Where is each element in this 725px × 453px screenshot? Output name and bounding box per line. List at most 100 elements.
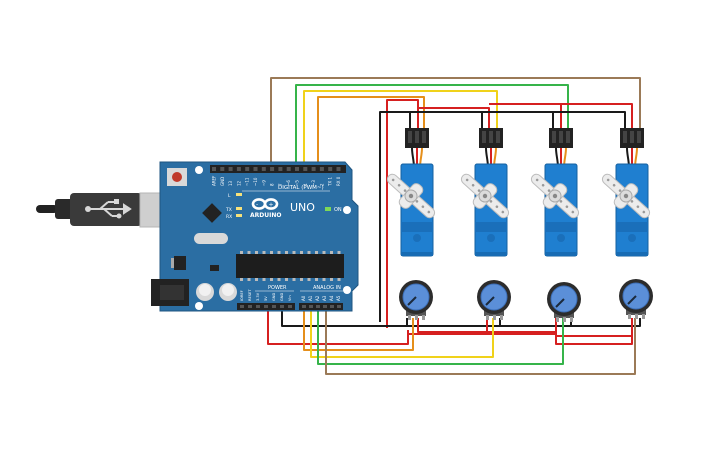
usb-chip — [202, 203, 222, 223]
arduino-logo-text: ARDUINO — [250, 212, 281, 219]
mounting-hole — [195, 166, 203, 174]
l-led — [236, 193, 242, 196]
usb-cable[interactable] — [36, 192, 179, 228]
servo-motor[interactable] — [594, 128, 657, 257]
servo-motor[interactable] — [453, 128, 516, 257]
wire-brown-top[interactable] — [270, 77, 641, 168]
wire-yellow-bottom[interactable] — [310, 308, 494, 358]
power-pin[interactable] — [288, 305, 292, 308]
potentiometer[interactable] — [477, 280, 511, 320]
digital-pin[interactable] — [270, 167, 275, 171]
wire-green-top[interactable] — [295, 84, 569, 168]
mcu-pin — [330, 278, 333, 281]
servo-motor[interactable] — [523, 128, 586, 257]
digital-pin[interactable] — [212, 167, 216, 171]
board-model-text: UNO — [290, 201, 315, 214]
power-pin-label: IOREF — [240, 290, 244, 301]
analog-pin[interactable] — [302, 305, 306, 308]
wire-yellow-top[interactable] — [303, 90, 498, 168]
mcu-pin — [322, 251, 326, 254]
digital-pin-label: ~6 — [286, 180, 291, 186]
digital-pin[interactable] — [286, 167, 291, 171]
digital-pin-label: GND — [220, 177, 225, 186]
pot-leg — [415, 315, 418, 320]
power-pin[interactable] — [256, 305, 260, 308]
digital-pin[interactable] — [278, 167, 283, 171]
digital-pin[interactable] — [236, 167, 241, 171]
analog-pin[interactable] — [316, 305, 320, 308]
wire-brown-bottom[interactable] — [325, 308, 636, 375]
servo-motor[interactable] — [379, 128, 442, 257]
servo-horn[interactable] — [453, 166, 516, 227]
digital-pin[interactable] — [253, 167, 258, 171]
analog-pin-label: A1 — [308, 295, 313, 301]
digital-pin-label: ~5 — [295, 180, 300, 186]
pot-indicator — [627, 295, 637, 305]
tx-led-label: TX — [225, 207, 232, 213]
pot-leg — [628, 314, 631, 319]
servo-connector-pin — [566, 131, 570, 143]
atmega-chip — [236, 254, 344, 278]
servo-horn[interactable] — [379, 166, 442, 227]
digital-pin[interactable] — [311, 167, 316, 171]
mcu-pin — [330, 251, 333, 254]
servo-connector-pin — [623, 131, 627, 143]
mcu-pin — [262, 251, 266, 254]
digital-pin[interactable] — [319, 167, 324, 171]
digital-pin-label: ~9 — [261, 180, 266, 186]
wire-black-bottom[interactable] — [281, 308, 641, 327]
servo-base — [545, 252, 577, 256]
wire-orange-bottom[interactable] — [303, 308, 414, 351]
digital-pin[interactable] — [261, 167, 266, 171]
potentiometer[interactable] — [547, 282, 581, 322]
wire-orange-top[interactable] — [317, 96, 425, 168]
servo-connector-pin — [559, 131, 563, 143]
digital-pin[interactable] — [220, 167, 225, 171]
wire-black-servo-ground[interactable] — [379, 111, 626, 322]
servo-mount-tab — [545, 222, 577, 232]
servo-connector-pin — [552, 131, 556, 143]
wire-green-bottom[interactable] — [317, 308, 564, 365]
rx-led — [236, 214, 242, 217]
wire-red-servo-power[interactable] — [386, 99, 633, 328]
mcu-pin — [285, 278, 288, 281]
potentiometer[interactable] — [619, 279, 653, 319]
servo-mount-tab — [616, 222, 648, 232]
power-pin[interactable] — [264, 305, 268, 308]
voltage-regulator-tab — [171, 258, 174, 268]
reset-button[interactable] — [172, 172, 182, 182]
digital-pin-dots — [212, 167, 341, 171]
mcu-pin — [255, 278, 258, 281]
servo-horn[interactable] — [594, 166, 657, 227]
usb-cable-boot — [55, 199, 73, 219]
power-pin-label: GND — [280, 293, 284, 301]
power-pin[interactable] — [272, 305, 276, 308]
wire-red-pot4[interactable] — [417, 318, 633, 345]
potentiometer[interactable] — [399, 280, 433, 320]
digital-pin[interactable] — [228, 167, 233, 171]
analog-pin-label: A3 — [322, 295, 327, 301]
analog-pin[interactable] — [309, 305, 313, 308]
digital-pin[interactable] — [336, 167, 341, 171]
servo-gear — [413, 234, 421, 242]
servo-horn[interactable] — [523, 166, 586, 227]
digital-pin[interactable] — [245, 167, 250, 171]
digital-pin-label: AREF — [212, 175, 217, 186]
power-pin[interactable] — [240, 305, 244, 308]
power-pin[interactable] — [280, 305, 284, 308]
analog-pin[interactable] — [330, 305, 334, 308]
digital-header — [210, 165, 346, 173]
digital-pin[interactable] — [328, 167, 333, 171]
power-pin[interactable] — [248, 305, 252, 308]
pot-indicator — [485, 296, 495, 306]
mcu-pin — [337, 278, 341, 281]
analog-pin[interactable] — [337, 305, 341, 308]
digital-pin[interactable] — [295, 167, 299, 171]
power-pin-label: 5V — [264, 296, 268, 301]
digital-pin[interactable] — [303, 167, 308, 171]
analog-pin[interactable] — [323, 305, 327, 308]
mounting-hole — [343, 286, 351, 294]
servo-mount-tab — [401, 222, 433, 232]
